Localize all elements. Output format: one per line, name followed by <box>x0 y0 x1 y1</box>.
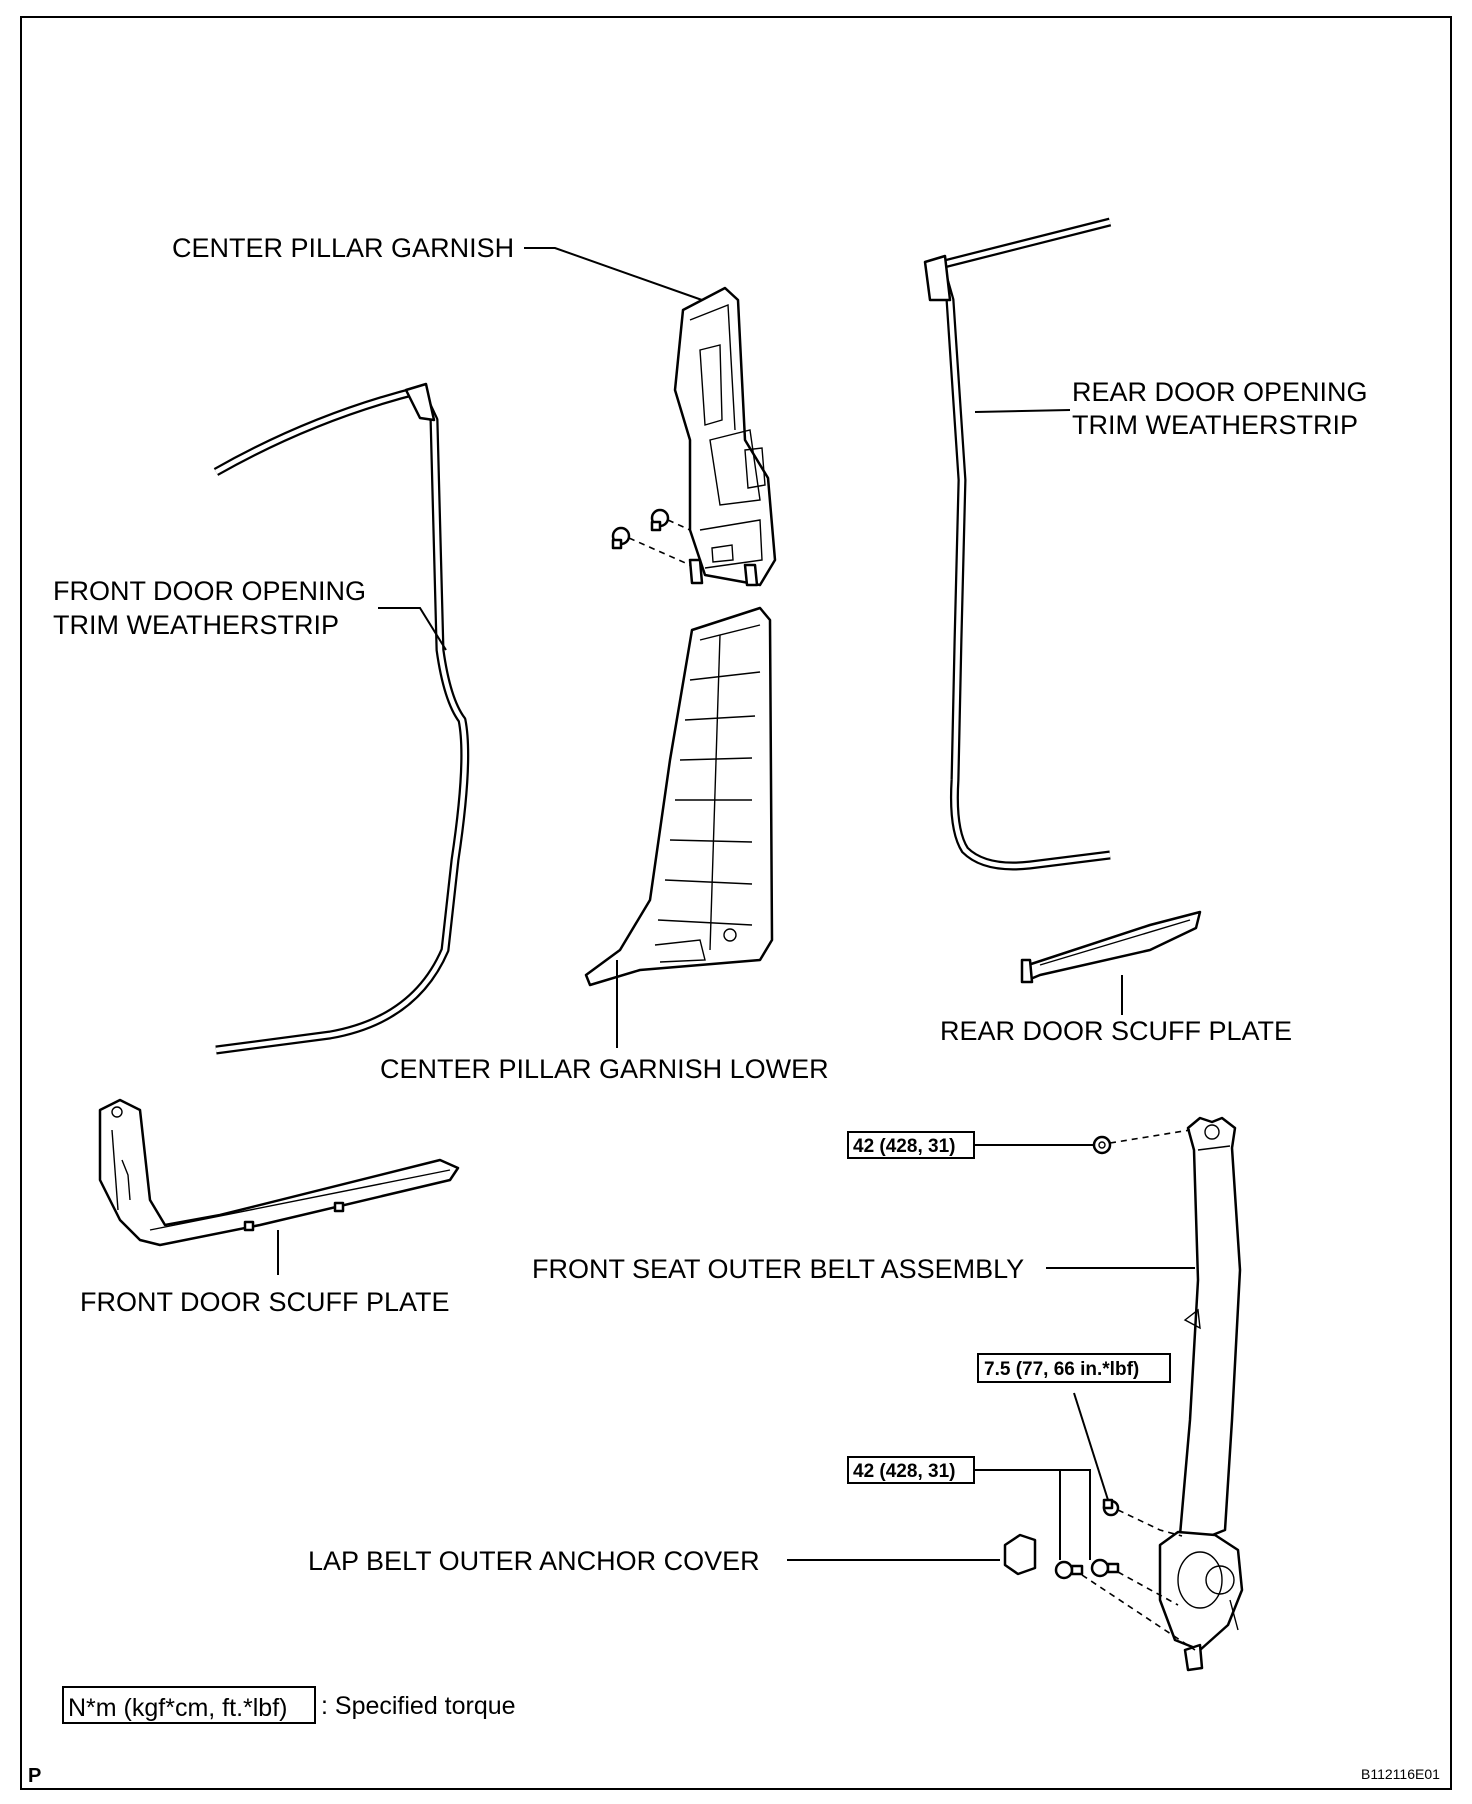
label-front-door-weatherstrip-line1: FRONT DOOR OPENING <box>53 576 366 606</box>
torque-upper-anchor-text: 42 (428, 31) <box>853 1136 955 1157</box>
label-rear-door-weatherstrip-line1: REAR DOOR OPENING <box>1072 377 1368 407</box>
front-door-scuff-plate-drawing <box>98 1098 460 1247</box>
label-front-door-scuff-plate: FRONT DOOR SCUFF PLATE <box>80 1287 450 1317</box>
torque-upper-anchor: 42 (428, 31) <box>847 1131 975 1159</box>
torque-legend: N*m (kgf*cm, ft.*lbf) : Specified torque <box>62 1686 516 1724</box>
torque-lower-anchor: 42 (428, 31) <box>847 1456 975 1484</box>
label-lap-belt-outer-anchor-cover: LAP BELT OUTER ANCHOR COVER <box>308 1546 760 1576</box>
label-front-door-weatherstrip-line2: TRIM WEATHERSTRIP <box>53 610 339 640</box>
label-rear-door-weatherstrip-line2: TRIM WEATHERSTRIP <box>1072 410 1358 440</box>
torque-lower-anchor-text: 42 (428, 31) <box>853 1461 955 1482</box>
front-door-weatherstrip-drawing <box>213 382 470 1055</box>
torque-retractor-bolt-text: 7.5 (77, 66 in.*lbf) <box>984 1359 1139 1380</box>
label-center-pillar-garnish: CENTER PILLAR GARNISH <box>172 233 514 263</box>
rear-door-scuff-plate-drawing <box>1020 910 1202 984</box>
belt-fasteners <box>1003 1129 1196 1651</box>
torque-retractor-bolt: 7.5 (77, 66 in.*lbf) <box>977 1353 1171 1383</box>
legend-box-text: N*m (kgf*cm, ft.*lbf) <box>68 1694 287 1722</box>
front-seat-outer-belt-assembly-drawing <box>1158 1116 1244 1672</box>
label-center-pillar-garnish-lower: CENTER PILLAR GARNISH LOWER <box>380 1054 829 1084</box>
rear-door-weatherstrip-drawing <box>923 217 1112 871</box>
legend-description: : Specified torque <box>321 1692 516 1720</box>
center-pillar-garnish-drawing <box>673 286 777 587</box>
page-border <box>20 16 1452 1790</box>
page-letter: P <box>28 1765 41 1787</box>
leader-lines <box>277 247 1195 1561</box>
garnish-clips <box>611 508 691 566</box>
center-pillar-garnish-lower-drawing <box>584 606 774 987</box>
label-rear-door-scuff-plate: REAR DOOR SCUFF PLATE <box>940 1016 1292 1046</box>
figure-code: B112116E01 <box>1361 1766 1440 1782</box>
label-front-seat-outer-belt-assembly: FRONT SEAT OUTER BELT ASSEMBLY <box>532 1254 1024 1284</box>
